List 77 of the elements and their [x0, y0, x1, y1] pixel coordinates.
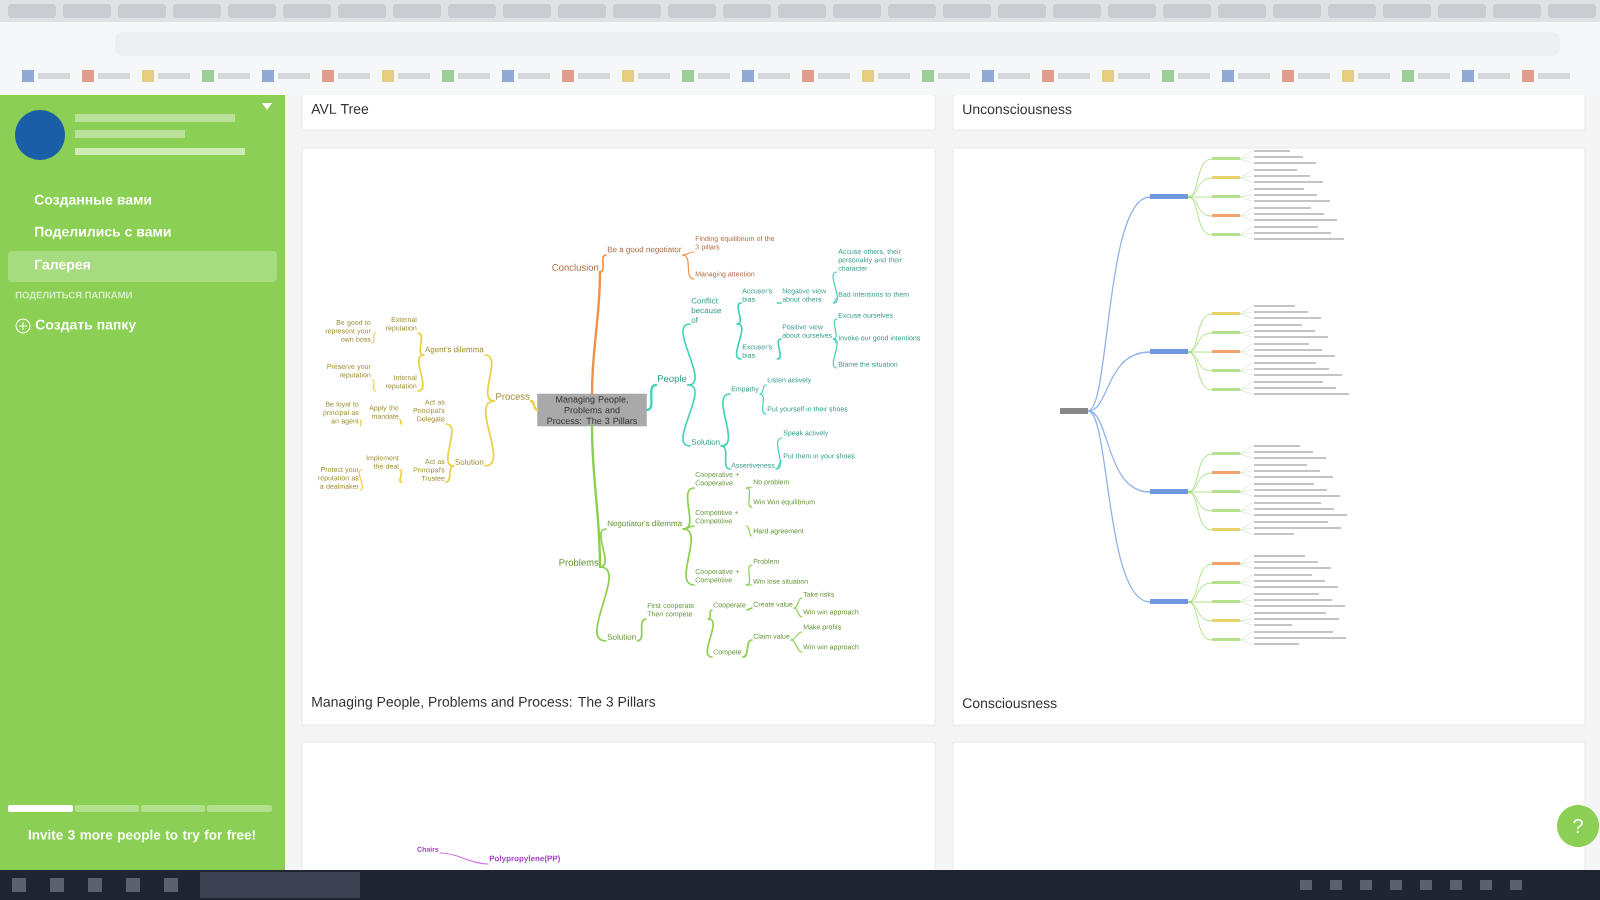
- invite-text: Invite 3 more people to try for free!: [28, 829, 255, 843]
- branch-line: [590, 270, 602, 395]
- branch-line: [776, 338, 782, 360]
- topic-label: Conclusion: [552, 263, 599, 271]
- branch-line: [759, 393, 767, 415]
- topic-label: Solution: [691, 438, 720, 445]
- branch-line: [832, 338, 838, 344]
- branch-line: [599, 528, 607, 568]
- branch-line: [636, 618, 647, 642]
- branch-line: [746, 607, 753, 611]
- topic-label: Process: [496, 393, 530, 400]
- branch-line: [832, 297, 838, 304]
- branch-line: [596, 566, 610, 642]
- branch-line: [793, 607, 803, 618]
- branch-line: [736, 302, 742, 325]
- branch-line: [832, 271, 838, 304]
- branch-line: [745, 584, 753, 586]
- section-heading: ПОДЕЛИТЬСЯ ПАПКАМИ: [15, 291, 132, 301]
- branch-line: [399, 469, 403, 483]
- topic-label: Polypropylene(PP): [489, 855, 560, 863]
- branch-line: [484, 400, 496, 467]
- branch-line: [720, 393, 731, 447]
- branch-line: [706, 618, 714, 658]
- menu-item: Поделились с вами: [35, 226, 171, 240]
- branch-line: [745, 525, 753, 537]
- branch-line: [682, 251, 695, 256]
- branch-line: [790, 639, 803, 653]
- branch-line: [445, 423, 455, 467]
- topic-label: Be a good negotiator: [607, 246, 682, 254]
- card-title: AVL Tree: [311, 104, 369, 114]
- selected-menu-item: Галерея: [8, 251, 277, 282]
- branch-line: [790, 631, 803, 641]
- menu-item: Создать папку: [35, 319, 137, 333]
- branch-line: [832, 318, 838, 340]
- branch-line: [775, 460, 783, 470]
- branch-line: [529, 399, 539, 412]
- help-button: ?: [1557, 805, 1599, 847]
- topic-label: Conflict because of: [691, 297, 722, 323]
- branch-line: [358, 469, 364, 491]
- menu-item: Созданные вами: [34, 194, 152, 208]
- branch-line: [682, 384, 696, 447]
- topic-label: Agent's dilemma: [424, 346, 484, 354]
- branch-line: [371, 379, 377, 392]
- branch-line: [417, 332, 425, 356]
- branch-line: [793, 597, 803, 609]
- branch-line: [720, 445, 731, 470]
- branch-line: [599, 254, 607, 273]
- card-title: Managing People, Problems and Process: The 3 Pillars: [312, 696, 656, 710]
- central-topic-box: Managing People, Problems and Process: The 3 Pillars: [537, 393, 647, 427]
- branch-line: [645, 383, 658, 412]
- branch-line: [682, 528, 695, 586]
- branch-line: [745, 486, 753, 489]
- topic-label: People: [658, 374, 687, 384]
- branch-line: [776, 302, 782, 304]
- branch-line: [741, 639, 753, 658]
- branch-line: [775, 437, 783, 470]
- card-title: Unconsciousness: [963, 103, 1072, 115]
- branch-line: [399, 419, 403, 425]
- branch-line: [707, 609, 713, 620]
- branch-line: [590, 425, 602, 569]
- branch-line: [359, 419, 363, 427]
- branch-line: [371, 332, 377, 344]
- branch-line: [735, 323, 743, 360]
- branch-line: [745, 487, 753, 508]
- topic-label: Solution: [455, 458, 484, 465]
- branch-line: [682, 525, 695, 530]
- branch-line: [682, 254, 695, 280]
- branch-line: [417, 354, 425, 392]
- branch-line: [445, 465, 455, 483]
- topic-label: Negotiator's dilemma: [607, 520, 683, 528]
- branch-line: [745, 564, 753, 586]
- branch-line: [832, 338, 838, 369]
- topic-label: Problems: [559, 558, 599, 566]
- topic-label: Solution: [607, 633, 636, 640]
- card-title: Consciousness: [962, 697, 1057, 709]
- branch-line: [759, 384, 767, 395]
- branch-line: [439, 852, 489, 865]
